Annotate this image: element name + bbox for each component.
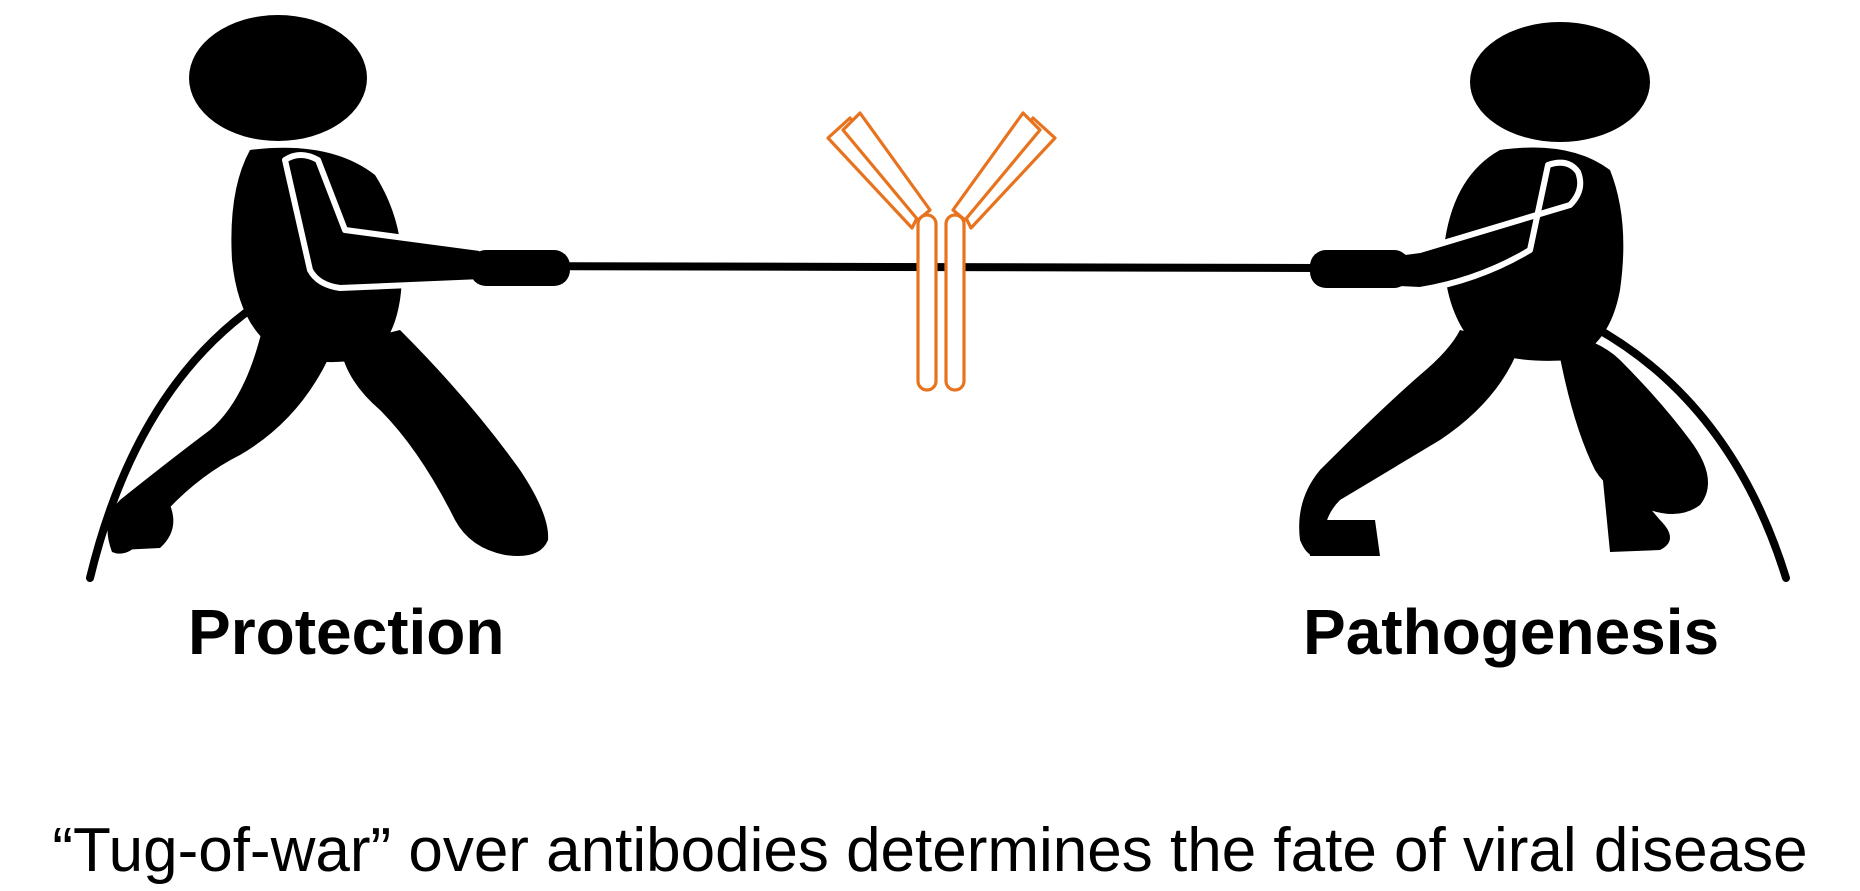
label-pathogenesis: Pathogenesis	[1303, 596, 1720, 668]
figure-caption: “Tug-of-war” over antibodies determines …	[52, 816, 1808, 885]
left-person-icon	[107, 15, 570, 556]
right-person-icon	[1299, 22, 1708, 556]
antibody-icon	[826, 111, 1057, 392]
label-protection: Protection	[188, 596, 505, 668]
